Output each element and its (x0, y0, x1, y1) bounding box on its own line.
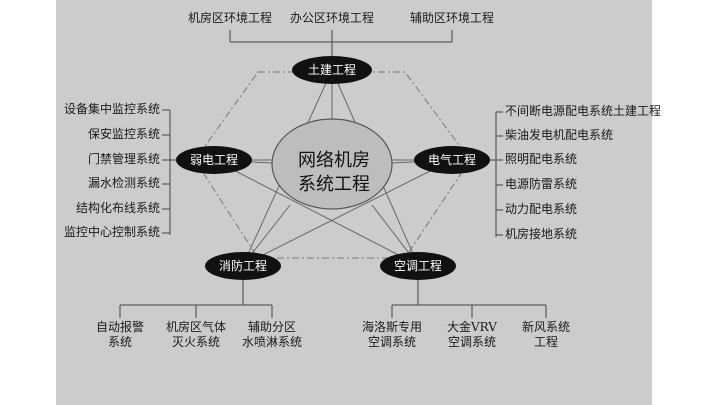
fire-item-line1: 辅助分区 (247, 320, 296, 334)
elec-item: 不间断电源配电系统土建工程 (505, 104, 662, 118)
ac-bracket (391, 280, 547, 318)
ac-item-line2: 工程 (533, 335, 558, 349)
weak-item: 漏水检测系统 (87, 176, 160, 190)
weak-item: 设备集中监控系统 (63, 102, 160, 116)
fire-item-line2: 灭火系统 (171, 335, 220, 349)
center-line-2: 系统工程 (298, 174, 370, 195)
elec-item: 照明配电系统 (505, 152, 578, 166)
node-civil-shape (292, 56, 372, 84)
node-civil: 土建工程 (307, 63, 356, 77)
node-ac-shape (380, 252, 456, 280)
elec-item: 机房接地系统 (505, 227, 578, 241)
node-ac: 空调工程 (393, 259, 442, 273)
center-label: 网络机房 系统工程 (278, 149, 390, 197)
fire-item-line1: 机房区气体 (165, 320, 226, 334)
elec-item: 动力配电系统 (505, 202, 578, 216)
elec-bracket (488, 111, 503, 237)
ac-item-line2: 空调系统 (447, 335, 496, 349)
civil-bracket (229, 30, 453, 57)
ac-item-line1: 新风系统 (521, 320, 570, 334)
civil-item: 机房区环境工程 (187, 11, 272, 25)
node-fire: 消防工程 (218, 259, 267, 273)
fire-item-line2: 水喷淋系统 (241, 335, 302, 349)
center-line-1: 网络机房 (298, 150, 370, 171)
weak-item: 门禁管理系统 (87, 152, 160, 166)
fire-item: 辅助分区 水喷淋系统 (232, 320, 312, 350)
weak-item: 监控中心控制系统 (63, 225, 160, 239)
node-weak-shape (176, 146, 252, 174)
ac-item-line2: 空调系统 (367, 335, 416, 349)
node-elec-shape (414, 146, 490, 174)
center-ellipse (271, 118, 393, 210)
fire-item: 自动报警 系统 (82, 320, 158, 350)
ac-item-line1: 海洛斯专用 (361, 320, 422, 334)
ac-item: 海洛斯专用 空调系统 (350, 320, 434, 350)
weak-bracket (162, 109, 178, 235)
fire-bracket (119, 280, 273, 318)
fire-item-line2: 系统 (107, 335, 132, 349)
civil-item: 辅助区环境工程 (409, 11, 494, 25)
ac-item-line1: 大金VRV (447, 320, 497, 334)
dashed-hexagon (194, 71, 471, 259)
node-weak: 弱电工程 (189, 153, 238, 167)
fire-item: 机房区气体 灭火系统 (156, 320, 236, 350)
fire-item-line1: 自动报警 (95, 320, 144, 334)
node-elec: 电气工程 (427, 153, 476, 167)
elec-item: 电源防雷系统 (505, 177, 578, 191)
elec-item: 柴油发电机配电系统 (505, 128, 614, 142)
weak-item: 结构化布线系统 (75, 201, 160, 215)
weak-item: 保安监控系统 (87, 127, 160, 141)
ac-item: 新风系统 工程 (508, 320, 584, 350)
civil-item: 办公区环境工程 (289, 11, 374, 25)
ac-item: 大金VRV 空调系统 (432, 320, 512, 350)
node-fire-shape (205, 252, 281, 280)
